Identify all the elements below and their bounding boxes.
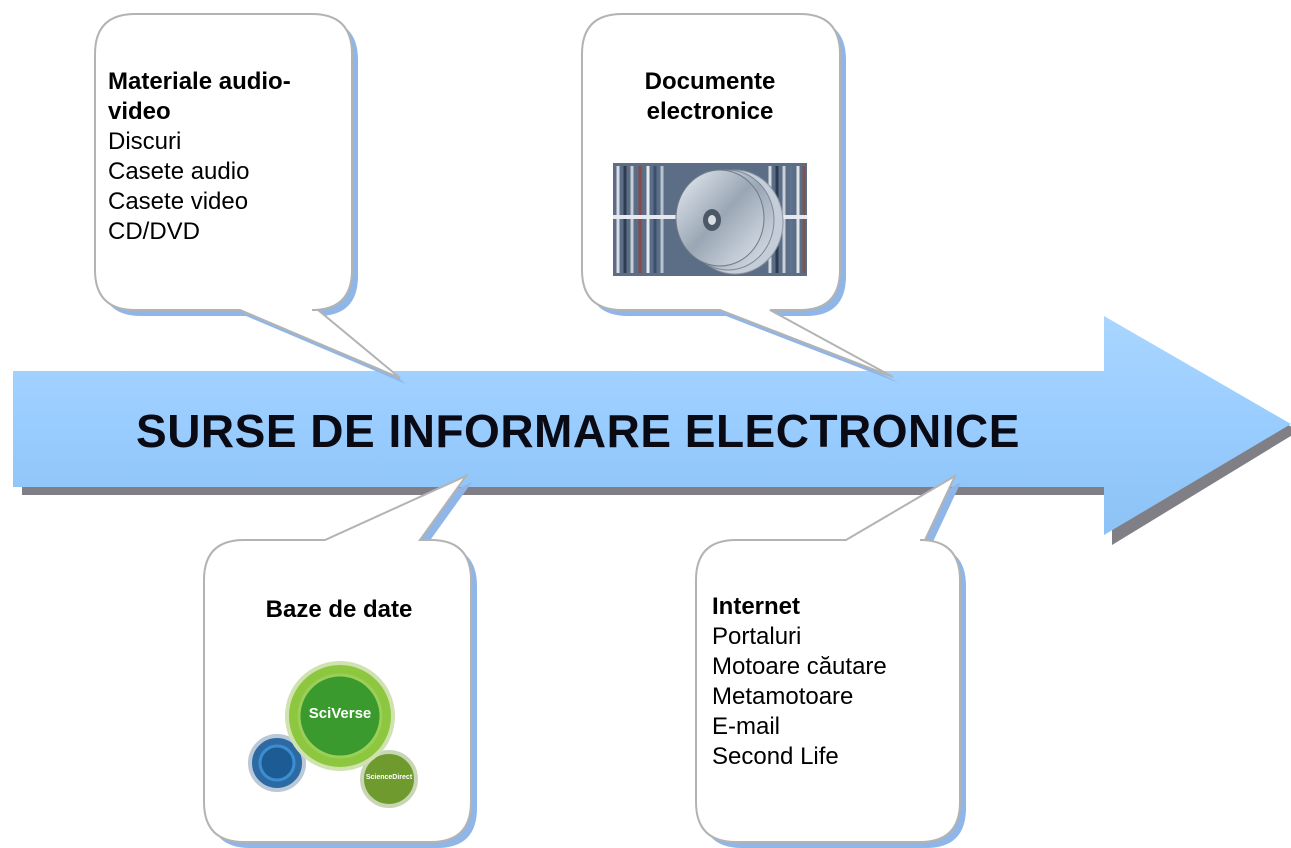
callout-internet-text: Internet Portaluri Motoare căutare Metam… [712, 592, 952, 772]
databases-heading: Baze de date [265, 596, 413, 623]
list-item: Casete video [108, 188, 249, 215]
list-item: Motoare căutare [712, 653, 887, 680]
main-arrow [13, 316, 1291, 535]
callout-databases-text: Baze de date [214, 595, 464, 625]
cd-library-image [613, 163, 807, 276]
electronic-docs-heading: Documente electronice [644, 68, 776, 125]
callout-audio-video [94, 13, 401, 379]
audio-video-heading: Materiale audio-video [108, 68, 291, 125]
sciverse-logo-text: SciVerse [308, 705, 372, 722]
sciencedirect-logo-text: ScienceDirect [365, 774, 413, 781]
internet-heading: Internet [712, 593, 801, 620]
list-item: Casete audio [108, 158, 250, 185]
list-item: Portaluri [712, 623, 802, 650]
list-item: CD/DVD [108, 218, 201, 245]
arrow-title: SURSE DE INFORMARE ELECTRONICE [136, 405, 1020, 457]
list-item: Second Life [712, 743, 839, 770]
list-item: E-mail [712, 713, 781, 740]
sciverse-logo [248, 661, 418, 808]
list-item: Discuri [108, 128, 182, 155]
callout-electronic-docs-text: Documente electronice [640, 67, 780, 127]
list-item: Metamotoare [712, 683, 854, 710]
callout-audio-video-text: Materiale audio-video Discuri Casete aud… [108, 67, 348, 247]
callout-internet [695, 473, 961, 843]
